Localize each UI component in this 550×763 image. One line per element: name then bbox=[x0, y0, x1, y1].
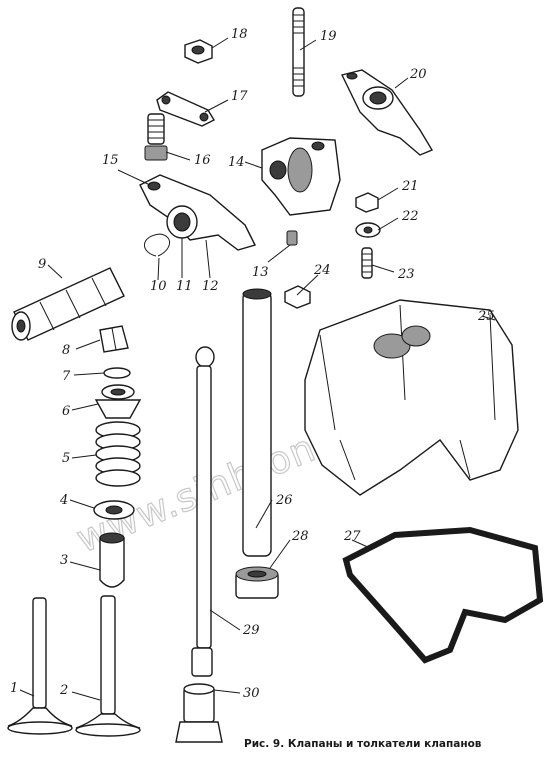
part-4-washer bbox=[93, 500, 135, 520]
label-17: 17 bbox=[231, 89, 248, 104]
label-14: 14 bbox=[228, 155, 245, 170]
label-30: 30 bbox=[243, 686, 260, 701]
part-27-gasket-inner bbox=[345, 529, 541, 661]
part-13-pin bbox=[286, 230, 298, 246]
label-20: 20 bbox=[409, 67, 427, 82]
label-10: 10 bbox=[150, 279, 167, 294]
label-25: 25 bbox=[477, 309, 495, 324]
part-29-push-rod bbox=[191, 346, 215, 677]
label-15: 15 bbox=[102, 153, 119, 168]
part-3-valve-guide bbox=[99, 532, 125, 588]
part-21-nut bbox=[355, 192, 379, 213]
part-8-cotters bbox=[99, 325, 129, 353]
part-7-circlip bbox=[103, 367, 131, 379]
part-22-lock-washer bbox=[355, 222, 381, 238]
label-23: 23 bbox=[397, 267, 415, 282]
part-6-spring-cap bbox=[94, 384, 142, 419]
label-13: 13 bbox=[252, 265, 269, 280]
part-26-tube bbox=[242, 288, 272, 557]
label-4: 4 bbox=[59, 493, 68, 508]
part-labels: 18 19 20 17 16 15 14 21 22 23 24 25 13 1… bbox=[10, 27, 495, 701]
part-19-stud bbox=[292, 7, 305, 97]
part-30-tappet bbox=[175, 683, 223, 743]
part-2-valve bbox=[75, 595, 141, 737]
label-12: 12 bbox=[202, 279, 219, 294]
label-3: 3 bbox=[60, 553, 68, 568]
part-25-valve-cover bbox=[304, 299, 519, 496]
label-11: 11 bbox=[176, 279, 193, 294]
label-27: 27 bbox=[343, 529, 361, 544]
label-5: 5 bbox=[62, 451, 70, 466]
part-9-rocker-shaft bbox=[11, 267, 125, 341]
label-16: 16 bbox=[194, 153, 211, 168]
part-27-gasket bbox=[342, 526, 544, 664]
label-19: 19 bbox=[320, 29, 337, 44]
leader-lines bbox=[19, 37, 496, 701]
label-26: 26 bbox=[275, 493, 293, 508]
label-29: 29 bbox=[242, 623, 260, 638]
label-7: 7 bbox=[62, 369, 71, 384]
label-1: 1 bbox=[10, 681, 18, 696]
label-18: 18 bbox=[231, 27, 248, 42]
part-14-rocker-bracket bbox=[261, 137, 341, 216]
part-20-rocker-arm bbox=[340, 69, 434, 156]
label-9: 9 bbox=[38, 257, 46, 272]
part-18-nut bbox=[184, 39, 213, 64]
label-2: 2 bbox=[59, 683, 68, 698]
part-11-rocker-arm bbox=[139, 174, 257, 251]
part-17-plate bbox=[156, 91, 215, 127]
label-6: 6 bbox=[62, 404, 70, 419]
figure-caption: Рис. 9. Клапаны и толкатели клапанов bbox=[244, 738, 482, 750]
part-23-stud bbox=[361, 247, 373, 279]
label-22: 22 bbox=[401, 209, 419, 224]
part-24-nut bbox=[284, 285, 311, 309]
part-28-bushing bbox=[235, 566, 279, 599]
part-5-valve-spring bbox=[95, 421, 141, 487]
part-10-clip bbox=[144, 233, 170, 257]
part-16-adjusting-screw bbox=[144, 113, 168, 161]
part-1-valve bbox=[7, 597, 73, 735]
label-24: 24 bbox=[313, 263, 331, 278]
label-8: 8 bbox=[62, 343, 70, 358]
label-21: 21 bbox=[401, 179, 419, 194]
label-28: 28 bbox=[291, 529, 309, 544]
